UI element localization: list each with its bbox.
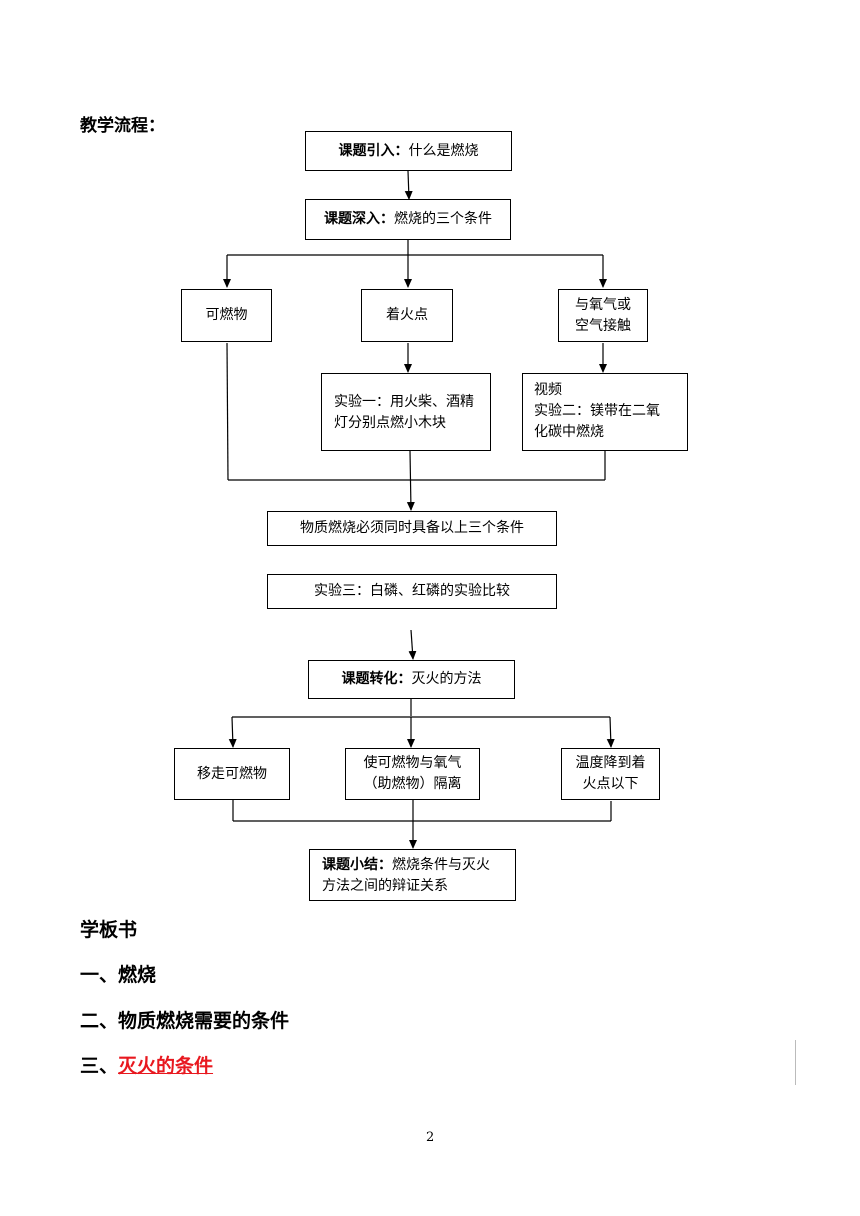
intro-label: 课题引入： [338, 142, 409, 159]
together-box: 物质燃烧必须同时具备以上三个条件 [267, 511, 557, 546]
method-cool-line2: 火点以下 [582, 776, 639, 792]
board-item-3: 三、灭火的条件 [80, 1051, 213, 1078]
experiment-two-box: 视频 实验二：镁带在二氧 化碳中燃烧 [522, 373, 688, 451]
experiment-one-line2: 灯分别点燃小木块 [334, 415, 446, 431]
together-text: 物质燃烧必须同时具备以上三个条件 [300, 520, 524, 536]
transform-label: 课题转化： [341, 671, 412, 687]
experiment-two-line3: 化碳中燃烧 [534, 424, 604, 440]
board-item-3-prefix: 三、 [80, 1055, 119, 1077]
transform-text: 灭火的方法 [411, 671, 482, 687]
experiment-two-line2: 实验二：镁带在二氧 [534, 403, 660, 419]
summary-label: 课题小结： [322, 857, 392, 873]
method-cool-box: 温度降到着 火点以下 [561, 748, 660, 800]
intro-box: 课题引入：什么是燃烧 [305, 131, 512, 171]
condition-oxygen-line2: 空气接触 [575, 317, 631, 334]
summary-text1: 燃烧条件与灭火 [392, 857, 490, 873]
deepen-box: 课题深入：燃烧的三个条件 [305, 199, 511, 240]
margin-line [795, 1040, 796, 1085]
condition-ignition-text: 着火点 [386, 307, 428, 323]
method-remove-text: 移走可燃物 [197, 765, 267, 782]
experiment-three-text: 实验三：白磷、红磷的实验比较 [314, 583, 510, 599]
board-item-3-text: 灭火的条件 [118, 1055, 214, 1077]
summary-text2: 方法之间的辩证关系 [322, 878, 448, 894]
summary-box: 课题小结：燃烧条件与灭火 方法之间的辩证关系 [309, 849, 516, 901]
page-number: 2 [426, 1130, 435, 1145]
condition-oxygen-line1: 与氧气或 [575, 296, 631, 313]
experiment-one-line1: 实验一：用火柴、酒精 [334, 394, 474, 410]
transform-box: 课题转化：灭火的方法 [308, 660, 515, 699]
deepen-text: 燃烧的三个条件 [394, 211, 492, 227]
experiment-three-box: 实验三：白磷、红磷的实验比较 [267, 574, 557, 609]
condition-combustible-box: 可燃物 [181, 289, 272, 342]
deepen-label: 课题深入： [324, 211, 394, 227]
section-heading: 教学流程： [80, 116, 165, 136]
method-cool-line1: 温度降到着 [575, 755, 646, 771]
condition-ignition-box: 着火点 [361, 289, 453, 342]
method-isolate-box: 使可燃物与氧气 （助燃物）隔离 [345, 748, 480, 800]
method-remove-box: 移走可燃物 [174, 748, 290, 800]
condition-combustible-text: 可燃物 [205, 307, 248, 323]
method-isolate-line1: 使可燃物与氧气 [363, 755, 462, 771]
experiment-one-box: 实验一：用火柴、酒精 灯分别点燃小木块 [321, 373, 491, 451]
board-item-1: 一、燃烧 [80, 964, 157, 986]
experiment-two-line1: 视频 [534, 382, 562, 398]
intro-text: 什么是燃烧 [408, 142, 479, 159]
board-item-2: 二、物质燃烧需要的条件 [80, 1010, 290, 1032]
condition-oxygen-box: 与氧气或 空气接触 [558, 289, 648, 342]
board-title: 学板书 [80, 919, 138, 941]
method-isolate-line2: （助燃物）隔离 [363, 776, 462, 792]
